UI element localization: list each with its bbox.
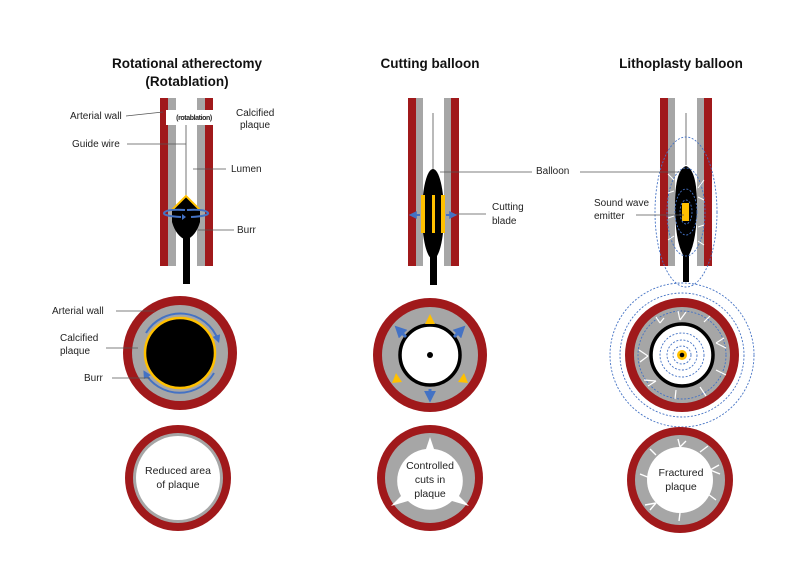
label-sound-wave-line-1: Sound wave bbox=[594, 198, 649, 209]
cutting-blade-left bbox=[421, 195, 425, 233]
result-lumen-cut bbox=[391, 437, 469, 510]
blade-lower-left bbox=[392, 373, 402, 383]
result-text-line-3: plaque bbox=[414, 488, 446, 500]
cutting-blade-right bbox=[441, 195, 445, 233]
cross-section-lithoplasty bbox=[609, 282, 755, 428]
result-lumen bbox=[647, 447, 713, 513]
catheter-shaft bbox=[683, 252, 689, 282]
label-guide-wire: Guide wire bbox=[72, 139, 120, 150]
result-fractures bbox=[639, 438, 721, 522]
plaque-fractures bbox=[667, 173, 705, 246]
label-calcified-plaque-line-1: Calcified bbox=[236, 108, 274, 119]
blade-lower-right bbox=[458, 373, 468, 383]
panel-title-line-2: (Rotablation) bbox=[145, 74, 228, 89]
sound-wave-outer-1 bbox=[619, 292, 745, 418]
cs-label-calcified-line-2: plaque bbox=[60, 346, 90, 357]
arterial-wall-right bbox=[704, 98, 712, 266]
plaque-right bbox=[697, 98, 704, 266]
result-text-line-2: cuts in bbox=[415, 474, 446, 486]
arterial-wall-left bbox=[160, 98, 168, 266]
rotation-arrow-right bbox=[186, 208, 209, 218]
burr-shaft bbox=[183, 238, 190, 284]
longitudinal-vessel-rotational: (rotablation) bbox=[160, 98, 222, 284]
burr bbox=[172, 196, 200, 240]
longitudinal-vessel-lithoplasty bbox=[654, 98, 718, 288]
result-lithoplasty: Fractured plaque bbox=[627, 427, 733, 533]
label-balloon: Balloon bbox=[536, 166, 569, 177]
rotation-arrow-bottom bbox=[143, 370, 215, 394]
label-burr: Burr bbox=[237, 225, 257, 236]
guide-wire-dot bbox=[427, 352, 433, 358]
plaque-right bbox=[444, 98, 451, 266]
result-text-line-1: Fractured bbox=[659, 467, 704, 479]
result-rotational: Reduced area of plaque bbox=[125, 425, 231, 531]
burr-cross-section bbox=[143, 316, 217, 390]
label-arterial-wall: Arterial wall bbox=[70, 111, 122, 122]
arterial-wall-right bbox=[205, 98, 213, 266]
rotablation-tag: (rotablation) bbox=[176, 115, 212, 122]
cs-label-burr: Burr bbox=[84, 373, 104, 384]
sound-wave-emitter bbox=[682, 203, 689, 221]
result-lumen bbox=[136, 436, 220, 520]
cross-section-rotational bbox=[123, 296, 237, 410]
cutting-blade-center bbox=[432, 195, 435, 233]
expansion-arrow-ur bbox=[452, 325, 466, 339]
label-calcified-plaque-line-2: plaque bbox=[240, 120, 270, 131]
sound-wave-outer-2 bbox=[609, 282, 755, 428]
panel-title: Cutting balloon bbox=[381, 56, 480, 71]
panel-title-line-1: Rotational atherectomy bbox=[112, 56, 263, 71]
rotation-arrow-left bbox=[163, 208, 186, 218]
arterial-wall-left bbox=[408, 98, 416, 266]
plaque-right bbox=[197, 98, 205, 266]
sound-wave-mid bbox=[637, 310, 727, 400]
result-cutting: Controlled cuts in plaque bbox=[377, 425, 483, 531]
result-text-line-1: Reduced area bbox=[145, 465, 211, 477]
burr-diamond-coating bbox=[171, 194, 201, 211]
sound-wave-inner-1 bbox=[672, 345, 692, 365]
catheter-shaft bbox=[430, 255, 437, 285]
sound-wave-4 bbox=[654, 136, 718, 288]
result-text-line-2: plaque bbox=[665, 481, 697, 493]
result-text-line-2: of plaque bbox=[156, 479, 199, 491]
sound-wave-2 bbox=[674, 188, 698, 236]
guide-wire-dot bbox=[679, 352, 685, 358]
plaque-left bbox=[168, 98, 176, 266]
expansion-arrow-ul bbox=[394, 325, 408, 339]
panel-title: Lithoplasty balloon bbox=[619, 56, 743, 71]
blade-top bbox=[425, 314, 435, 324]
label-lumen: Lumen bbox=[231, 164, 262, 175]
label-cutting-line-1: Cutting bbox=[492, 202, 524, 213]
label-sound-wave-line-2: emitter bbox=[594, 211, 625, 222]
rotation-arrowhead bbox=[182, 214, 186, 220]
sound-wave-inner-2 bbox=[666, 339, 698, 371]
panel-rotational-atherectomy: Rotational atherectomy (Rotablation) (ro… bbox=[52, 56, 274, 531]
arterial-wall-left bbox=[660, 98, 668, 266]
plaque-fractures bbox=[638, 310, 727, 400]
sound-wave-3 bbox=[666, 167, 706, 257]
sound-wave-1 bbox=[679, 199, 693, 225]
plaque-left bbox=[668, 98, 675, 266]
panel-cutting-balloon: Cutting balloon Balloon Cutting blade bbox=[373, 56, 569, 531]
sound-wave-inner-3 bbox=[659, 332, 705, 378]
label-cutting-line-2: blade bbox=[492, 216, 517, 227]
panel-lithoplasty-balloon: Lithoplasty balloon bbox=[580, 56, 755, 533]
plaque-left bbox=[416, 98, 423, 266]
cs-label-calcified-line-1: Calcified bbox=[60, 333, 98, 344]
arterial-wall-right bbox=[451, 98, 459, 266]
result-text-line-1: Controlled bbox=[406, 460, 454, 472]
tag-background bbox=[166, 110, 222, 125]
cross-section-cutting bbox=[373, 298, 487, 412]
longitudinal-vessel-cutting bbox=[408, 98, 459, 285]
cs-label-arterial-wall: Arterial wall bbox=[52, 306, 104, 317]
rotation-arrow-top bbox=[145, 312, 221, 344]
